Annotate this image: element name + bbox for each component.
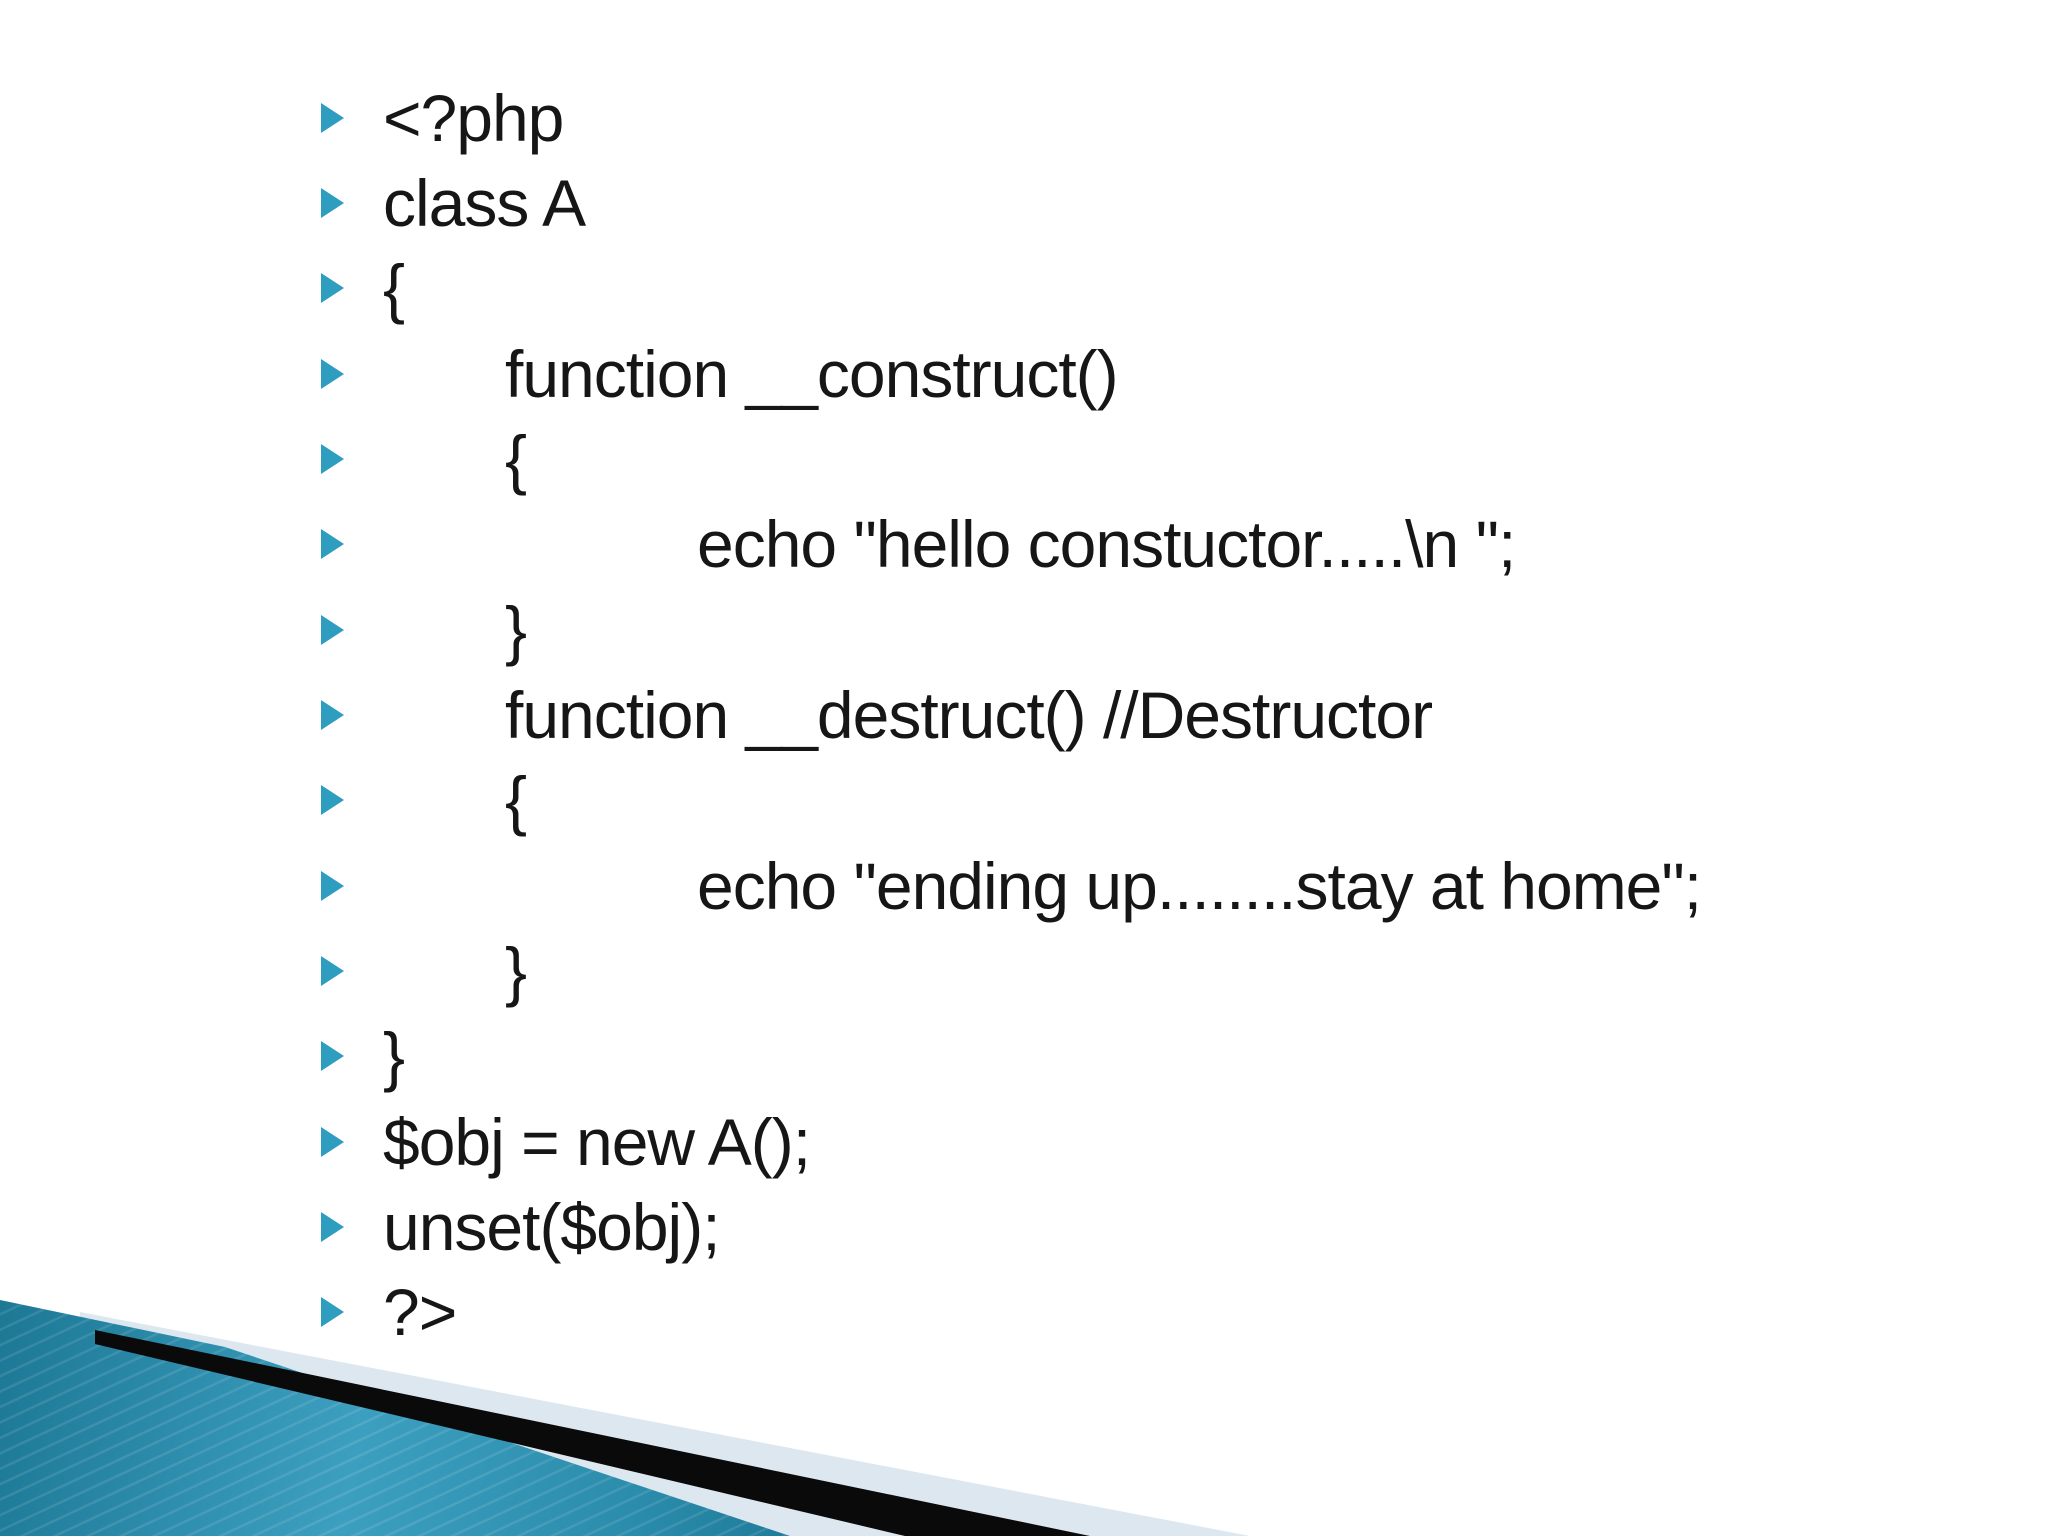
code-text: { [505, 763, 527, 838]
code-line: } [0, 587, 2048, 672]
code-text: } [383, 1019, 405, 1094]
code-text: function __construct() [505, 336, 1119, 411]
code-text: function __destruct() //Destructor [505, 677, 1433, 752]
code-text: unset($obj); [383, 1189, 721, 1264]
code-line: <?php [0, 75, 2048, 160]
code-list: <?php class A { function __construct() { echo… [0, 75, 2048, 1355]
bullet-triangle-icon [321, 1297, 344, 1328]
code-line: function __construct() [0, 331, 2048, 416]
code-line: { [0, 758, 2048, 843]
bullet-triangle-icon [321, 187, 344, 218]
bullet-triangle-icon [321, 1041, 344, 1072]
code-line: { [0, 246, 2048, 331]
code-text: <?php [383, 80, 564, 155]
code-line: $obj = new A(); [0, 1099, 2048, 1184]
bullet-triangle-icon [321, 955, 344, 986]
code-line: class A [0, 160, 2048, 245]
bullet-triangle-icon [321, 529, 344, 560]
bullet-triangle-icon [321, 358, 344, 389]
code-text: } [505, 592, 527, 667]
code-line: } [0, 1014, 2048, 1099]
bullet-triangle-icon [321, 614, 344, 645]
code-text: class A [383, 165, 586, 240]
code-text: { [383, 251, 405, 326]
code-text: $obj = new A(); [383, 1104, 811, 1179]
code-text: echo "ending up........stay at home"; [697, 848, 1702, 923]
code-text: { [505, 421, 527, 496]
bullet-triangle-icon [321, 273, 344, 304]
code-line: { [0, 416, 2048, 501]
bullet-triangle-icon [321, 102, 344, 133]
bullet-triangle-icon [321, 1126, 344, 1157]
code-line: ?> [0, 1270, 2048, 1355]
bullet-triangle-icon [321, 870, 344, 901]
code-line: echo "hello constuctor.....\n "; [0, 502, 2048, 587]
code-text: echo "hello constuctor.....\n "; [697, 507, 1516, 582]
code-text: ?> [383, 1275, 457, 1350]
code-line: unset($obj); [0, 1184, 2048, 1269]
bullet-triangle-icon [321, 699, 344, 730]
code-line: } [0, 928, 2048, 1013]
bullet-triangle-icon [321, 443, 344, 474]
decor-black-stripe [95, 1330, 1090, 1536]
bullet-triangle-icon [321, 785, 344, 816]
code-line: function __destruct() //Destructor [0, 672, 2048, 757]
code-line: echo "ending up........stay at home"; [0, 843, 2048, 928]
bullet-triangle-icon [321, 1211, 344, 1242]
code-text: } [505, 933, 527, 1008]
